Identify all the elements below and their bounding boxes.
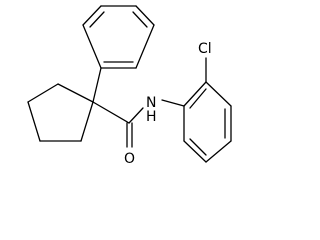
bond <box>27 83 59 103</box>
bond <box>128 107 144 124</box>
atom-label-nitrogen: N <box>146 95 156 111</box>
bond <box>92 67 102 103</box>
bond <box>80 101 94 142</box>
bond <box>205 81 232 107</box>
double-bond-inner <box>189 138 207 156</box>
bond <box>205 140 232 163</box>
bond <box>135 5 155 26</box>
bond <box>82 24 102 69</box>
bond <box>27 101 41 142</box>
double-bond-inner <box>132 11 148 28</box>
double-bond-inner <box>89 11 105 28</box>
cyclopentane-ring <box>27 83 94 142</box>
structural-formula: N H O Cl <box>27 5 232 167</box>
bond <box>183 81 207 107</box>
bond <box>57 83 94 103</box>
phenyl-ring <box>82 5 155 69</box>
atom-label-oxygen: O <box>124 151 135 167</box>
atom-label-chlorine: Cl <box>198 41 212 57</box>
bond <box>161 99 185 107</box>
chlorophenyl-ring <box>183 81 232 163</box>
bond <box>183 140 207 163</box>
bond <box>82 5 102 26</box>
double-bond-inner <box>189 88 207 109</box>
bond <box>135 24 155 69</box>
atom-label-hydrogen: H <box>146 109 157 125</box>
bond <box>92 101 130 124</box>
